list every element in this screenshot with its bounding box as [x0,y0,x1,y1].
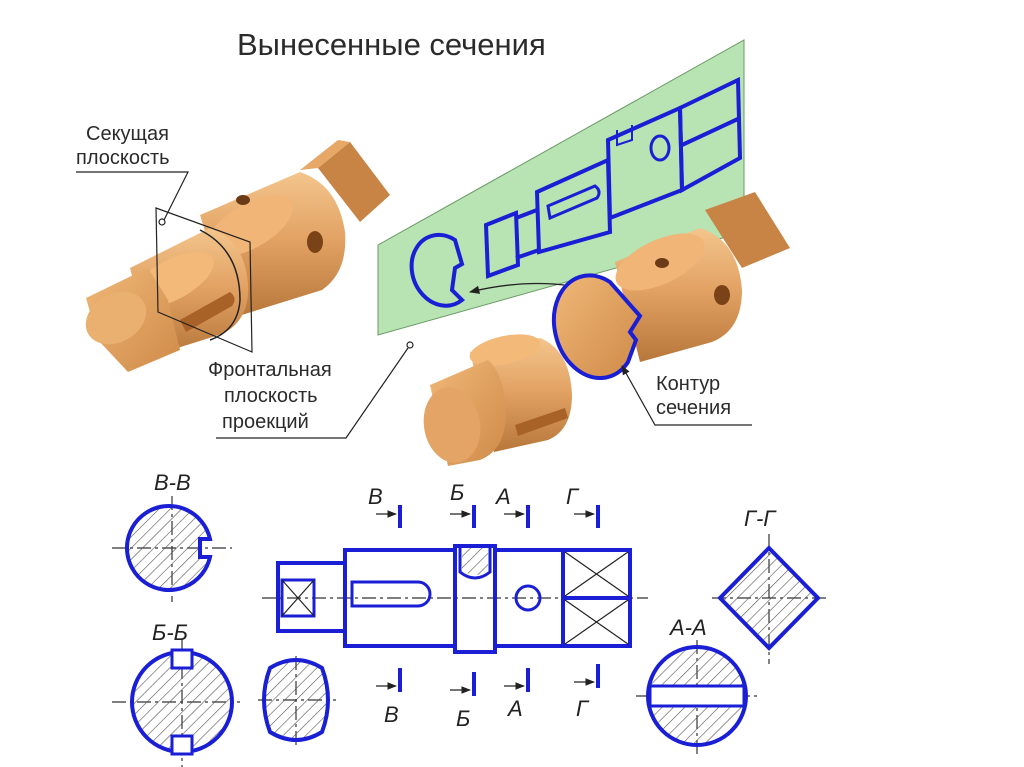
label-frontal-line2: плоскость [224,385,318,407]
shaft-main-view [262,544,648,654]
mark-bot-a: А [506,696,523,721]
mark-top-g: Г [566,484,580,509]
section-vv-title: В-В [154,470,191,495]
label-frontal-line3: проекций [222,411,309,433]
mark-bot-g: Г [576,696,590,721]
section-gg-title: Г-Г [744,506,777,531]
cutting-marks-bottom [376,664,600,696]
section-gg [712,534,830,664]
label-cutting-plane-line2: плоскость [76,147,170,169]
label-cutting-plane-line1: Секущая [86,123,169,145]
diagram-title: Вынесенные сечения [237,27,546,62]
shaft-front-3d [423,334,572,466]
mark-top-a: А [494,484,511,509]
mark-bot-v: В [384,702,399,727]
mark-top-b: Б [450,480,464,505]
label-contour-line2: сечения [656,397,731,419]
leader-frontal [216,347,409,439]
section-oval [258,656,336,748]
mark-top-v: В [368,484,383,509]
shaft-right-3d [551,192,790,381]
section-bb [112,640,240,767]
label-contour-line1: Контур [656,373,720,395]
section-vv [112,496,232,602]
section-aa [636,640,760,757]
section-aa-title: А-А [668,615,707,640]
cutting-marks-top [376,505,600,528]
label-frontal-line1: Фронтальная [208,359,332,381]
shaft-left-3d [85,140,390,372]
leader-cutting-plane [76,171,189,221]
mark-bot-b: Б [456,706,470,731]
leader-contour [621,365,752,426]
